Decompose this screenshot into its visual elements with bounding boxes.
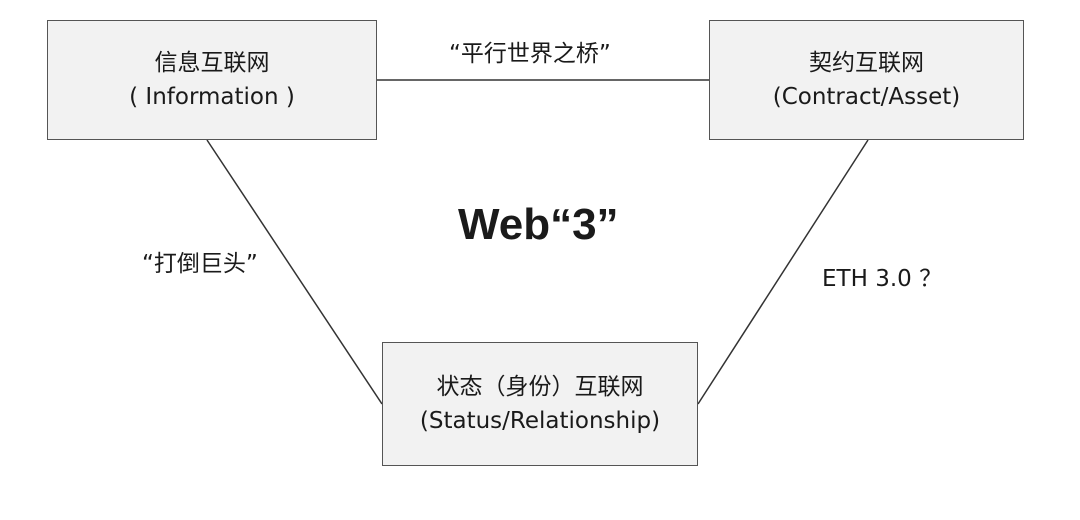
- node-status-subtitle: (Status/Relationship): [419, 408, 661, 434]
- node-contract-internet: 契约互联网 (Contract/Asset): [709, 20, 1024, 140]
- center-title: Web“3”: [458, 200, 619, 249]
- node-status-internet: 状态（身份）互联网 (Status/Relationship): [382, 342, 698, 466]
- edge-label-left: “打倒巨头”: [142, 251, 258, 277]
- node-information-subtitle: ( Information ): [129, 84, 295, 110]
- node-contract-subtitle: (Contract/Asset): [772, 84, 961, 110]
- node-status-title: 状态（身份）互联网: [436, 374, 644, 400]
- node-information-internet: 信息互联网 ( Information ): [47, 20, 377, 140]
- edge-label-top: “平行世界之桥”: [449, 41, 611, 67]
- edge-label-right: ETH 3.0 ？: [822, 266, 943, 292]
- edge-line-left: [206, 139, 383, 405]
- node-contract-title: 契约互联网: [809, 50, 924, 76]
- edge-line-right: [697, 139, 869, 405]
- node-information-title: 信息互联网: [154, 50, 270, 76]
